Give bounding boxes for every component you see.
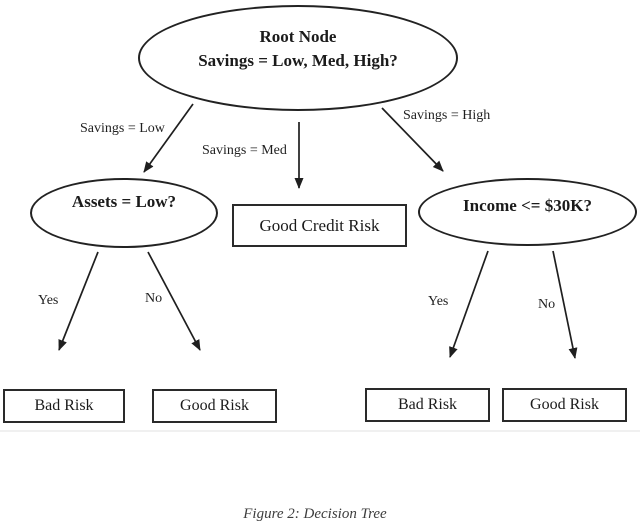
edge-label-right-no: No <box>538 297 556 312</box>
left-bad-risk-leaf: Bad Risk <box>3 389 125 423</box>
good-credit-risk-leaf: Good Credit Risk <box>232 204 407 247</box>
left-good-risk-label: Good Risk <box>180 397 249 414</box>
edge-label-left-yes: Yes <box>38 293 59 308</box>
figure-caption: Figure 2: Decision Tree <box>243 506 387 522</box>
left-good-risk-leaf: Good Risk <box>152 389 277 423</box>
income-node-question: Income <= $30K? <box>463 196 592 216</box>
right-good-risk-label: Good Risk <box>530 396 599 413</box>
left-bad-risk-label: Bad Risk <box>34 397 94 414</box>
scan-artifact-line <box>0 430 640 432</box>
edge-label-savings-med: Savings = Med <box>202 143 287 158</box>
good-credit-risk-label: Good Credit Risk <box>259 215 380 235</box>
edge-label-right-yes: Yes <box>428 294 449 309</box>
edge-label-savings-high: Savings = High <box>403 108 491 123</box>
assets-decision-node: Assets = Low? <box>30 178 218 248</box>
edge-label-left-no: No <box>145 291 163 306</box>
assets-node-question: Assets = Low? <box>71 192 177 212</box>
income-decision-node: Income <= $30K? <box>418 178 637 246</box>
arrow-right-yes <box>449 250 489 358</box>
edge-label-savings-low: Savings = Low <box>80 121 165 136</box>
arrow-right-no <box>552 250 578 359</box>
arrow-left-yes <box>58 251 99 351</box>
right-good-risk-leaf: Good Risk <box>502 388 627 422</box>
root-node-question: Savings = Low, Med, High? <box>198 51 398 70</box>
root-node-title: Root Node <box>259 27 337 47</box>
arrow-savings-low <box>143 103 194 173</box>
right-bad-risk-label: Bad Risk <box>397 396 458 413</box>
root-decision-node: Root Node Savings = Low, Med, High? <box>138 5 458 111</box>
right-bad-risk-leaf: Bad Risk <box>365 388 490 422</box>
